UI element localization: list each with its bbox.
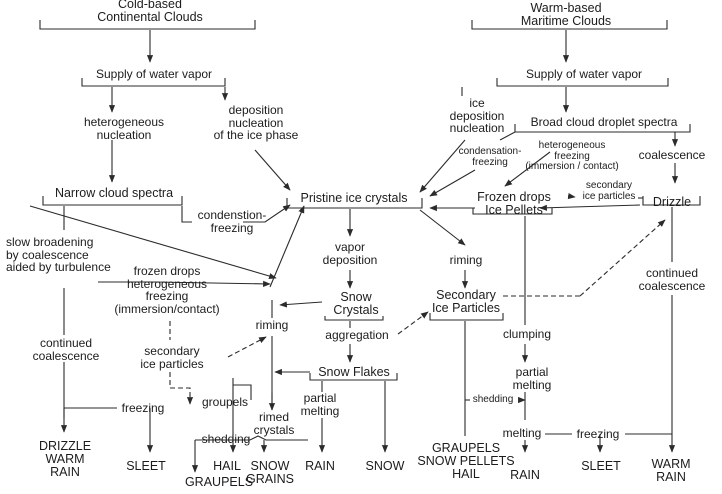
outcome-sleet-right: SLEET: [581, 459, 621, 473]
bracket-narrow-spectra: [42, 196, 183, 206]
freezing-right-label: freezing: [576, 427, 620, 441]
bracket-snow-flakes: [309, 373, 398, 381]
continued-coalescence-right-label: continued coalescence: [638, 266, 706, 293]
ice-deposition-nucleation-label: ice deposition nucleation: [449, 96, 505, 135]
groupels-label: groupels: [201, 395, 249, 409]
outcome-sleet-left: SLEET: [126, 459, 166, 473]
cold-based-clouds-label: Cold-based Continental Clouds: [97, 0, 203, 24]
rimed-crystals-label: rimed crystals: [253, 410, 295, 437]
bracket-supply-left: [81, 78, 226, 87]
condensation-freezing-right-label: condensation- freezing: [458, 146, 522, 168]
riming-right-label: riming: [449, 253, 483, 267]
melting-label: melting: [502, 426, 542, 440]
condensation-freezing-left-label: condenstion- freezing: [197, 208, 267, 235]
bracket-secondary-center: [429, 313, 504, 321]
riming-left-label: riming: [255, 318, 289, 332]
deposition-nucleation-label: deposition nucleation of the ice phase: [213, 103, 299, 142]
secondary-ice-particles-right-label: secondary ice particles: [582, 180, 636, 202]
narrow-cloud-spectra: Narrow cloud spectra: [54, 186, 174, 200]
bracket-snow-crystals: [324, 316, 384, 321]
frozen-drops-ice-pellets: Frozen drops Ice Pellets: [477, 190, 551, 217]
bracket-drizzle: [642, 196, 701, 206]
bracket-supply-right: [496, 78, 669, 87]
vapor-deposition-label: vapor deposition: [322, 240, 378, 267]
bracket-warm-clouds: [471, 20, 668, 30]
pristine-ice-crystals: Pristine ice crystals: [300, 191, 408, 205]
supply-water-vapor-left: Supply of water vapor: [95, 67, 213, 81]
outcome-warm-rain: WARM RAIN: [651, 457, 691, 484]
snow-crystals: Snow Crystals: [333, 290, 379, 317]
drizzle-node: Drizzle: [652, 195, 692, 209]
outcome-graupels-snow-pellets-hail: GRAUPELS SNOW PELLETS HAIL: [417, 441, 515, 481]
outcome-rain-right: RAIN: [510, 468, 540, 482]
coalescence-right-label: coalescence: [638, 148, 706, 162]
supply-water-vapor-right: Supply of water vapor: [525, 67, 643, 81]
broad-cloud-droplet-spectra: Broad cloud droplet spectra: [530, 115, 678, 129]
bracket-frozen-drops: [472, 208, 553, 215]
clumping-label: clumping: [502, 327, 552, 341]
outcome-drizzle-warm-rain: DRIZZLE WARM RAIN: [38, 439, 92, 479]
heterogeneous-freezing-right-label: heterogeneous freezing (immersion / cont…: [525, 140, 619, 172]
bracket-broad-spectra: [514, 124, 691, 133]
aggregation-label: aggregation: [325, 328, 389, 342]
partial-melting-right-label: partial melting: [512, 365, 552, 392]
slow-broadening-label: slow broadening by coalescence aided by …: [6, 235, 111, 274]
secondary-ice-particles-left-label: secondary ice particles: [140, 344, 204, 371]
warm-based-clouds-label: Warm-based Maritime Clouds: [520, 1, 612, 28]
outcome-rain-center: RAIN: [305, 459, 335, 473]
secondary-ice-particles-center: Secondary Ice Particles: [431, 288, 501, 315]
shedding-right-label: shedding: [472, 394, 514, 405]
partial-melting-center-label: partial melting: [300, 391, 340, 418]
bracket-pristine: [286, 198, 423, 209]
outcome-graupels: GRAUPELS: [184, 475, 254, 489]
outcome-hail: HAIL: [213, 459, 241, 473]
bracket-cold-clouds: [39, 20, 256, 30]
snow-flakes: Snow Flakes: [318, 365, 390, 379]
outcome-snow: SNOW: [365, 459, 405, 473]
freezing-left-label: freezing: [121, 401, 165, 415]
outcome-snow-grains: SNOW GRAINS: [246, 459, 294, 486]
frozen-drops-heterogeneous-freezing-label: frozen drops heterogeneous freezing (imm…: [114, 264, 220, 316]
shedding-left-label: shedding: [201, 432, 251, 446]
continued-coalescence-left-label: continued coalescence: [32, 336, 100, 363]
heterogeneous-nucleation-label: heterogeneous nucleation: [83, 115, 165, 142]
